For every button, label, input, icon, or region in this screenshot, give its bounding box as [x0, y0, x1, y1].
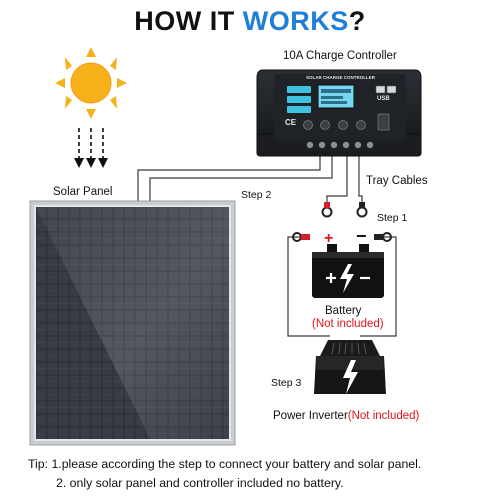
- ring-terminal-icon: [321, 202, 368, 218]
- charge-controller: [256, 69, 422, 157]
- step3-label: Step 3: [271, 377, 302, 389]
- tip-line-2: 2. only solar panel and controller inclu…: [56, 476, 344, 490]
- solar-panel: [29, 200, 236, 446]
- minus-sign: −: [356, 226, 367, 246]
- usb-label: USB: [377, 96, 390, 102]
- step1-label: Step 1: [377, 212, 408, 224]
- ce-mark: CE: [285, 118, 297, 127]
- step2-label: Step 2: [241, 189, 272, 201]
- inverter-label: Power Inverter(Not included): [273, 410, 420, 422]
- power-inverter-icon: [314, 340, 386, 394]
- controller-panel-text: SOLAR CHARGE CONTROLLER: [306, 75, 375, 80]
- page-title: HOW IT WORKS?: [134, 6, 366, 36]
- battery-note: (Not included): [312, 318, 384, 330]
- sun-icon: [55, 47, 127, 119]
- plus-sign-icon: +: [324, 230, 333, 247]
- solar-panel-label: Solar Panel: [53, 186, 113, 198]
- sunlight-arrows-icon: [74, 128, 108, 168]
- battery-terminal-icon: [292, 232, 392, 242]
- battery-icon: [312, 244, 384, 298]
- battery-label: Battery: [325, 305, 362, 317]
- tray-cables-label: Tray Cables: [366, 175, 428, 187]
- tip-line-1: Tip: 1.please according the step to conn…: [28, 457, 422, 471]
- controller-label: 10A Charge Controller: [283, 50, 397, 62]
- panel-wires: [137, 150, 333, 206]
